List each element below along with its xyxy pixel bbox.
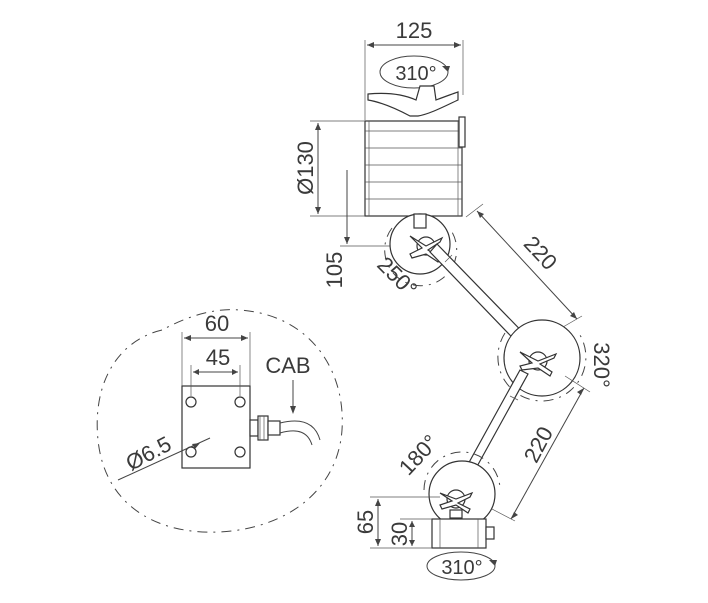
dim-upper-arm-length: 220: [519, 231, 562, 275]
dim-base-plate-height: 30: [387, 522, 412, 546]
dim-middle-joint-angle: 320°: [589, 342, 614, 388]
dim-top-rotation: 310°: [395, 63, 436, 85]
dim-top-width: 125: [396, 18, 433, 43]
base: 65 30 310°: [353, 496, 497, 581]
lamp-head: 125 310° Ø130 105: [293, 18, 466, 289]
base-plate-detail: 60 45 CAB Ø6.5: [96, 309, 343, 533]
middle-joint: 320°: [497, 319, 614, 402]
dim-lower-arm-length: 220: [519, 422, 558, 466]
dim-base-height: 65: [353, 510, 378, 534]
dim-lamp-diameter: Ø130: [293, 141, 318, 195]
dim-plate-width: 60: [205, 311, 229, 336]
dim-lower-joint-angle: 180°: [394, 430, 443, 480]
dim-hole-spacing: 45: [206, 345, 230, 370]
dim-base-rotation: 310°: [441, 557, 482, 579]
cable-label: CAB: [265, 353, 310, 378]
dim-hole-diameter: Ø6.5: [122, 431, 176, 475]
dim-upper-offset: 105: [322, 252, 347, 289]
